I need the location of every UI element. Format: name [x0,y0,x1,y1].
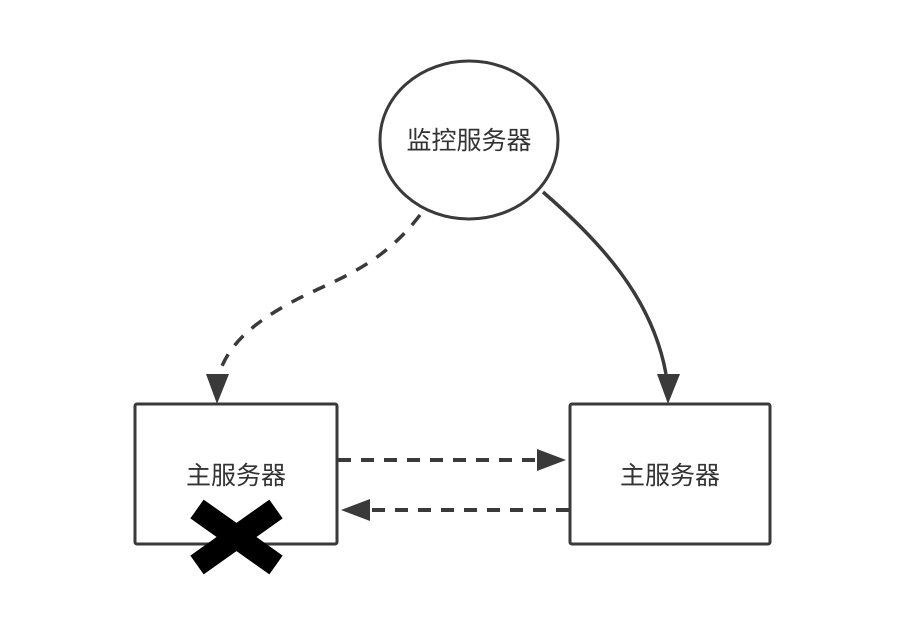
primary-server-active-node: 主服务器 [568,402,772,546]
primary-server-active-label: 主服务器 [620,462,720,490]
edge-failed-to-active [338,449,566,471]
failure-x-icon [190,499,283,575]
arrowhead-down-left-icon [206,374,229,404]
edge-active-to-failed [341,499,569,521]
edge-monitor-to-failed-primary-line [216,213,422,379]
edge-monitor-to-active-primary [541,190,680,404]
edge-monitor-to-failed-primary [206,213,422,404]
failure-x-strokes [190,499,283,575]
arrowhead-down-right-icon [657,374,680,404]
monitor-server-label: 监控服务器 [406,127,531,155]
arrowhead-right-icon [537,449,566,471]
primary-server-active-shape [568,402,772,546]
arrowhead-left-icon [341,499,370,521]
primary-server-failed-label: 主服务器 [186,462,286,490]
primary-server-failed-node: 主服务器 [133,402,339,546]
monitor-server-node: 监控服务器 [378,59,560,221]
monitor-server-shape [378,59,560,221]
edge-monitor-to-active-primary-line [541,190,668,375]
